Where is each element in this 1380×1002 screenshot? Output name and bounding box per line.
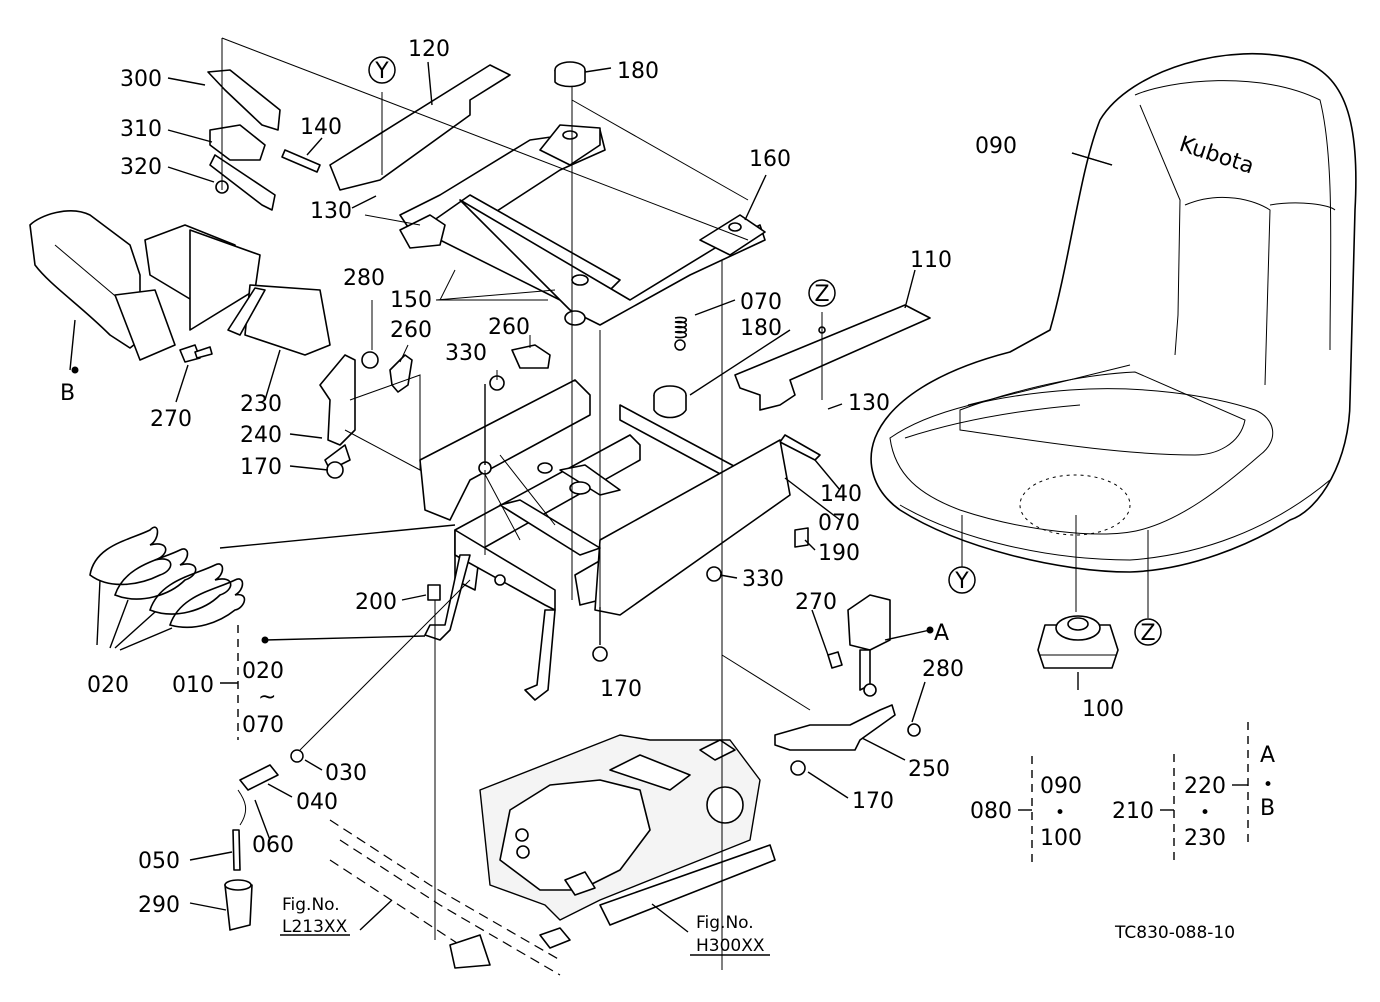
callout-280-left: 280: [343, 266, 385, 291]
fig-ref-label-2: Fig.No.: [696, 913, 754, 933]
callout-310: 310: [120, 117, 162, 142]
callout-040: 040: [296, 790, 338, 815]
callout-120: 120: [408, 37, 450, 62]
callout-140-top: 140: [300, 115, 342, 140]
circle-ref-y-top: Y: [374, 59, 389, 84]
callout-190: 190: [818, 541, 860, 566]
bracket-250: [774, 704, 896, 751]
group-080-dot: •: [1055, 803, 1065, 823]
group-210-label: 210: [1112, 799, 1154, 824]
group-080-item-100: 100: [1040, 826, 1082, 851]
callout-270-left: 270: [150, 407, 192, 432]
callout-150: 150: [390, 288, 432, 313]
callout-110: 110: [910, 248, 952, 273]
callout-140-right: 140: [820, 482, 862, 507]
figure-code: TC830-088-10: [1114, 923, 1235, 943]
callout-020-range: 020: [242, 659, 284, 684]
slide-rail-assembly: [329, 64, 766, 326]
callout-170-mid: 170: [600, 677, 642, 702]
seat-belt: [29, 210, 331, 361]
group-210-sub-dot: •: [1263, 775, 1273, 795]
callout-330-right: 330: [742, 567, 784, 592]
callout-200: 200: [355, 590, 397, 615]
callout-060: 060: [252, 833, 294, 858]
callout-130-right: 130: [848, 391, 890, 416]
callout-050: 050: [138, 849, 180, 874]
circle-ref-y-seat: Y: [954, 569, 969, 594]
callout-030: 030: [325, 761, 367, 786]
callout-260-mid: 260: [488, 315, 530, 340]
group-210: 210 220 • 230 A • B: [1112, 743, 1275, 851]
main-frame: [419, 379, 791, 616]
callout-240: 240: [240, 423, 282, 448]
callout-070-top: 070: [740, 290, 782, 315]
callout-230: 230: [240, 392, 282, 417]
group-210-sub-b: B: [1260, 796, 1275, 821]
cap-180-mid: [653, 385, 687, 419]
callout-labels: 300 310 320 120 140 130 180 160 090 280 …: [60, 37, 1124, 918]
callout-290: 290: [138, 893, 180, 918]
leader-lines: [69, 37, 1249, 970]
seat-090: Kubota: [870, 53, 1357, 573]
callout-170-right: 170: [852, 789, 894, 814]
callout-070-right: 070: [818, 511, 860, 536]
callout-010: 010: [172, 673, 214, 698]
group-080: 080 090 • 100: [970, 774, 1082, 851]
callout-260-left: 260: [390, 318, 432, 343]
callout-320: 320: [120, 155, 162, 180]
callout-b: B: [60, 381, 75, 406]
callout-180-mid: 180: [740, 316, 782, 341]
callout-280-right: 280: [922, 657, 964, 682]
fig-ref-label-1: Fig.No.: [282, 895, 340, 915]
fig-ref-code-2: H300XX: [696, 936, 765, 956]
circle-refs: Y Z Y Z: [368, 56, 1162, 646]
group-210-sub-a: A: [1260, 743, 1275, 768]
callout-250: 250: [908, 757, 950, 782]
bracket-240: [319, 354, 356, 479]
group-080-label: 080: [970, 799, 1012, 824]
circle-ref-z-seat: Z: [1140, 621, 1155, 646]
callout-070-range: 070: [242, 713, 284, 738]
range-tilde: ~: [258, 685, 276, 710]
group-210-dot: •: [1200, 803, 1210, 823]
lever-a: [847, 594, 891, 697]
figure-references: Fig.No. L213XX Fig.No. H300XX: [282, 895, 765, 956]
callout-330-top: 330: [445, 341, 487, 366]
pin-140-top: [281, 149, 321, 173]
suspension-100: [1037, 615, 1119, 669]
springs-020: [89, 526, 246, 629]
callout-180-top: 180: [617, 59, 659, 84]
group-080-item-090: 090: [1040, 774, 1082, 799]
plate-300-310: [207, 69, 281, 211]
group-210-item-230: 230: [1184, 826, 1226, 851]
callout-020-springs: 020: [87, 673, 129, 698]
callout-270-right: 270: [795, 590, 837, 615]
callout-300: 300: [120, 67, 162, 92]
callout-090: 090: [975, 134, 1017, 159]
group-210-item-220: 220: [1184, 774, 1226, 799]
callout-a: A: [934, 621, 949, 646]
cap-180-top: [554, 61, 586, 88]
fig-ref-code-1: L213XX: [282, 917, 348, 937]
callout-130-top: 130: [310, 199, 352, 224]
tractor-body: [329, 734, 776, 976]
callout-160: 160: [749, 147, 791, 172]
bolt-270-left: [179, 344, 213, 363]
callout-100: 100: [1082, 697, 1124, 722]
circle-ref-z-top: Z: [814, 282, 829, 307]
callout-170-left: 170: [240, 455, 282, 480]
